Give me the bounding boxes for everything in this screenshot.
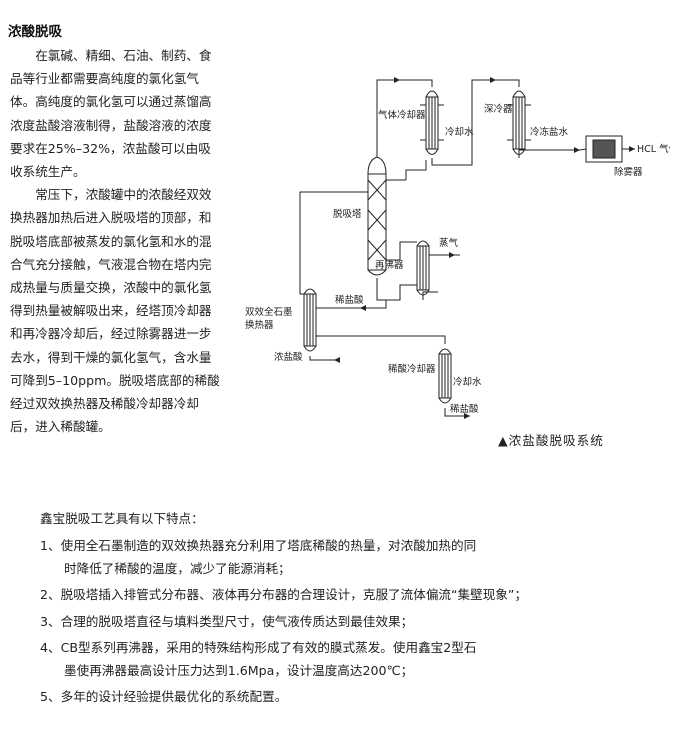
label-reboiler: 再沸器 bbox=[375, 259, 404, 271]
label-gas-cooler: 气体冷却器 bbox=[378, 109, 426, 121]
label-steam: 蒸气 bbox=[439, 237, 459, 249]
pipelines bbox=[299, 79, 635, 417]
label-conc-acid: 浓盐酸 bbox=[274, 351, 303, 363]
gas-cooler bbox=[420, 90, 444, 155]
flow-arrows bbox=[334, 77, 635, 419]
diagram-caption: ▲浓盐酸脱吸系统 bbox=[498, 433, 604, 448]
intro-paragraph-1: 在氯碱、精细、石油、制药、食品等行业都需要高纯度的氯化氢气体。高纯度的氯化氢可以… bbox=[10, 48, 212, 180]
label-dilute-acid-2: 稀盐酸 bbox=[450, 403, 479, 415]
label-cooling-water-2: 冷却水 bbox=[453, 376, 482, 388]
feature-item: 2、脱吸塔插入排管式分布器、液体再分布器的合理设计，克服了流体偏流“集壁现象”； bbox=[40, 587, 528, 603]
label-dilute-acid-1: 稀盐酸 bbox=[335, 294, 364, 306]
desorption-tower bbox=[367, 148, 387, 276]
feature-item: 1、使用全石墨制造的双效换热器充分利用了塔底稀酸的热量，对浓酸加热的同时降低了稀… bbox=[40, 538, 477, 577]
deep-cooler bbox=[507, 90, 531, 155]
label-deep-cooler: 深冷器 bbox=[484, 103, 513, 115]
feature-item: 4、CB型系列再沸器，采用的特殊结构形成了有效的膜式蒸发。使用鑫宝2型石墨使再沸… bbox=[40, 639, 477, 679]
double-effect-exchanger bbox=[303, 288, 317, 352]
feature-item: 3、合理的脱吸塔直径与填料类型尺寸，使气液传质达到最佳效果； bbox=[40, 613, 414, 629]
section-title: 浓酸脱吸 bbox=[8, 24, 62, 40]
label-double-effect-line1: 双效全石墨 bbox=[245, 306, 293, 318]
label-dilute-cooler: 稀酸冷却器 bbox=[388, 363, 436, 375]
features-intro: 鑫宝脱吸工艺具有以下特点： bbox=[40, 511, 204, 526]
label-double-effect-line2: 换热器 bbox=[245, 319, 274, 331]
label-desorption-tower: 脱吸塔 bbox=[333, 208, 362, 220]
process-flow-diagram: 气体冷却器 冷却水 深冷器 冷冻盐水 HCL 气体 除雾器 脱吸塔 蒸气 再沸器… bbox=[245, 77, 670, 419]
features-list: 1、使用全石墨制造的双效换热器充分利用了塔底稀酸的热量，对浓酸加热的同时降低了稀… bbox=[40, 534, 680, 711]
intro-text: 在氯碱、精细、石油、制药、食品等行业都需要高纯度的氯化氢气体。高纯度的氯化氢可以… bbox=[10, 44, 222, 438]
label-chilled-brine: 冷冻盐水 bbox=[530, 126, 569, 138]
feature-item: 5、多年的设计经验提供最优化的系统配置。 bbox=[40, 689, 288, 705]
label-cooling-water-1: 冷却水 bbox=[445, 126, 474, 138]
reboiler bbox=[416, 240, 430, 296]
intro-paragraph-2: 常压下，浓酸罐中的浓酸经双效换热器加热后进入脱吸塔的顶部，和脱吸塔底部被蒸发的氯… bbox=[10, 187, 220, 435]
dilute-acid-cooler bbox=[438, 348, 452, 404]
demister bbox=[585, 135, 623, 163]
label-hcl-gas: HCL 气体 bbox=[637, 143, 670, 155]
label-demister: 除雾器 bbox=[614, 166, 643, 178]
